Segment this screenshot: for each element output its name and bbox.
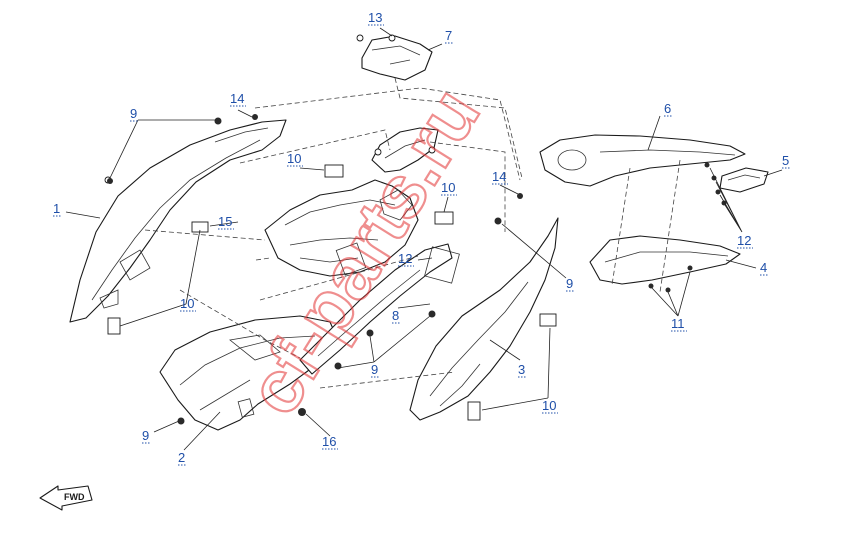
svg-text:12: 12 <box>398 251 412 266</box>
callout-6[interactable]: 6 <box>664 101 672 117</box>
part-rear-bracket <box>371 127 439 173</box>
svg-text:9: 9 <box>130 106 137 121</box>
callout-10-center[interactable]: 10 <box>441 180 457 196</box>
callout-9-bottom-left[interactable]: 9 <box>142 428 150 444</box>
callout-16[interactable]: 16 <box>322 434 338 450</box>
svg-text:9: 9 <box>142 428 149 443</box>
callout-2[interactable]: 2 <box>178 450 186 466</box>
svg-text:16: 16 <box>322 434 336 449</box>
svg-text:7: 7 <box>445 28 452 43</box>
callout-5[interactable]: 5 <box>782 153 790 169</box>
svg-text:10: 10 <box>287 151 301 166</box>
callout-9-top-left[interactable]: 9 <box>130 106 138 122</box>
callout-13[interactable]: 13 <box>368 10 384 26</box>
callout-14-right[interactable]: 14 <box>492 169 508 185</box>
callout-12-right[interactable]: 12 <box>737 233 753 249</box>
callout-8[interactable]: 8 <box>392 308 400 324</box>
callout-10-left[interactable]: 10 <box>180 296 196 312</box>
svg-text:2: 2 <box>178 450 185 465</box>
part-15-center-frame <box>264 179 419 277</box>
svg-text:14: 14 <box>492 169 506 184</box>
part-8-center-bracket <box>299 243 460 375</box>
fasteners <box>107 114 727 425</box>
assembly-lines <box>144 77 681 389</box>
svg-text:11: 11 <box>671 316 685 331</box>
callout-10-bottom-right[interactable]: 10 <box>542 398 558 414</box>
svg-text:10: 10 <box>542 398 556 413</box>
callout-15[interactable]: 15 <box>218 214 234 230</box>
callout-11[interactable]: 11 <box>671 316 687 332</box>
callout-9-right[interactable]: 9 <box>566 276 574 292</box>
callout-10-top[interactable]: 10 <box>287 151 303 167</box>
svg-text:9: 9 <box>566 276 573 291</box>
svg-text:10: 10 <box>441 180 455 195</box>
svg-text:1: 1 <box>53 201 60 216</box>
callout-1[interactable]: 1 <box>53 201 61 217</box>
svg-text:6: 6 <box>664 101 671 116</box>
callout-14-top[interactable]: 14 <box>230 91 246 107</box>
svg-text:10: 10 <box>180 296 194 311</box>
svg-text:13: 13 <box>368 10 382 25</box>
svg-text:4: 4 <box>760 260 767 275</box>
svg-text:14: 14 <box>230 91 244 106</box>
part-5-connector-block <box>719 167 769 193</box>
part-4-rear-lower-panel <box>589 235 741 285</box>
callout-9-center[interactable]: 9 <box>371 362 379 378</box>
callout-labels: 13 7 14 9 10 6 5 1 15 10 14 12 12 4 9 10… <box>53 10 790 466</box>
fwd-label: FWD <box>64 492 85 502</box>
part-1-left-side-panel <box>69 119 287 323</box>
svg-text:8: 8 <box>392 308 399 323</box>
svg-text:3: 3 <box>518 362 525 377</box>
callout-3[interactable]: 3 <box>518 362 526 378</box>
callout-4[interactable]: 4 <box>760 260 768 276</box>
svg-text:12: 12 <box>737 233 751 248</box>
svg-text:5: 5 <box>782 153 789 168</box>
fwd-direction-arrow: FWD <box>39 485 93 511</box>
part-7-bracket <box>356 34 433 81</box>
leader-lines <box>65 27 783 451</box>
callout-7[interactable]: 7 <box>445 28 453 44</box>
svg-text:15: 15 <box>218 214 232 229</box>
part-6-rear-tray <box>539 134 746 187</box>
part-3-right-side-panel <box>409 217 559 421</box>
callout-12-center[interactable]: 12 <box>398 251 414 267</box>
svg-text:9: 9 <box>371 362 378 377</box>
